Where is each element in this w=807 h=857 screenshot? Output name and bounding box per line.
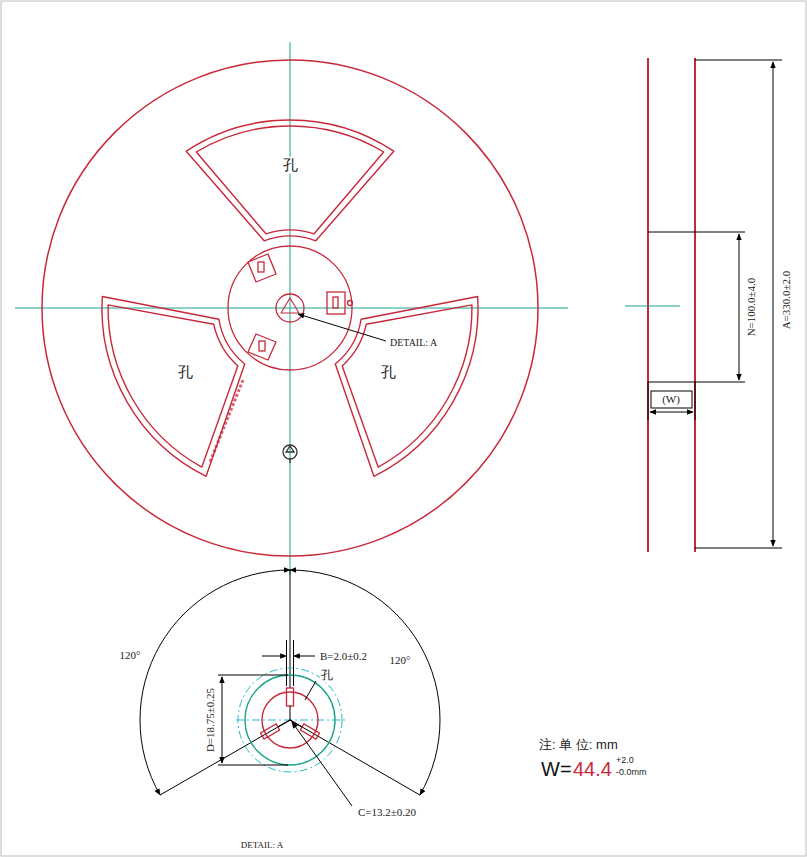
width-value: 44.4 — [572, 758, 613, 780]
angle-text: 120° — [389, 654, 412, 666]
dimension-text: C=13.2±0.20 — [357, 806, 417, 818]
tolerance-upper: +2.0 — [615, 756, 635, 766]
dimension-text: N=100.0±4.0 — [745, 277, 757, 338]
detail-callout: DETAIL: A — [389, 337, 438, 348]
unit-note: 注: 单 位: mm — [538, 738, 619, 752]
detail-title: DETAIL: A — [240, 841, 285, 851]
hole-label: 孔 — [380, 364, 397, 381]
dimension-text: (W) — [661, 393, 681, 405]
dimension-text: A=330.0±2.0 — [780, 270, 792, 331]
angle-text: 120° — [119, 649, 142, 661]
dimension-text: B=2.0±0.2 — [319, 650, 368, 662]
hole-label: 孔 — [320, 669, 334, 682]
hole-label: 孔 — [177, 364, 194, 381]
hole-label: 孔 — [282, 157, 299, 174]
tolerance-lower: -0.0mm — [615, 768, 648, 778]
width-spec: W= — [540, 758, 573, 780]
dimension-text: D=18.75±0.25 — [204, 687, 216, 753]
